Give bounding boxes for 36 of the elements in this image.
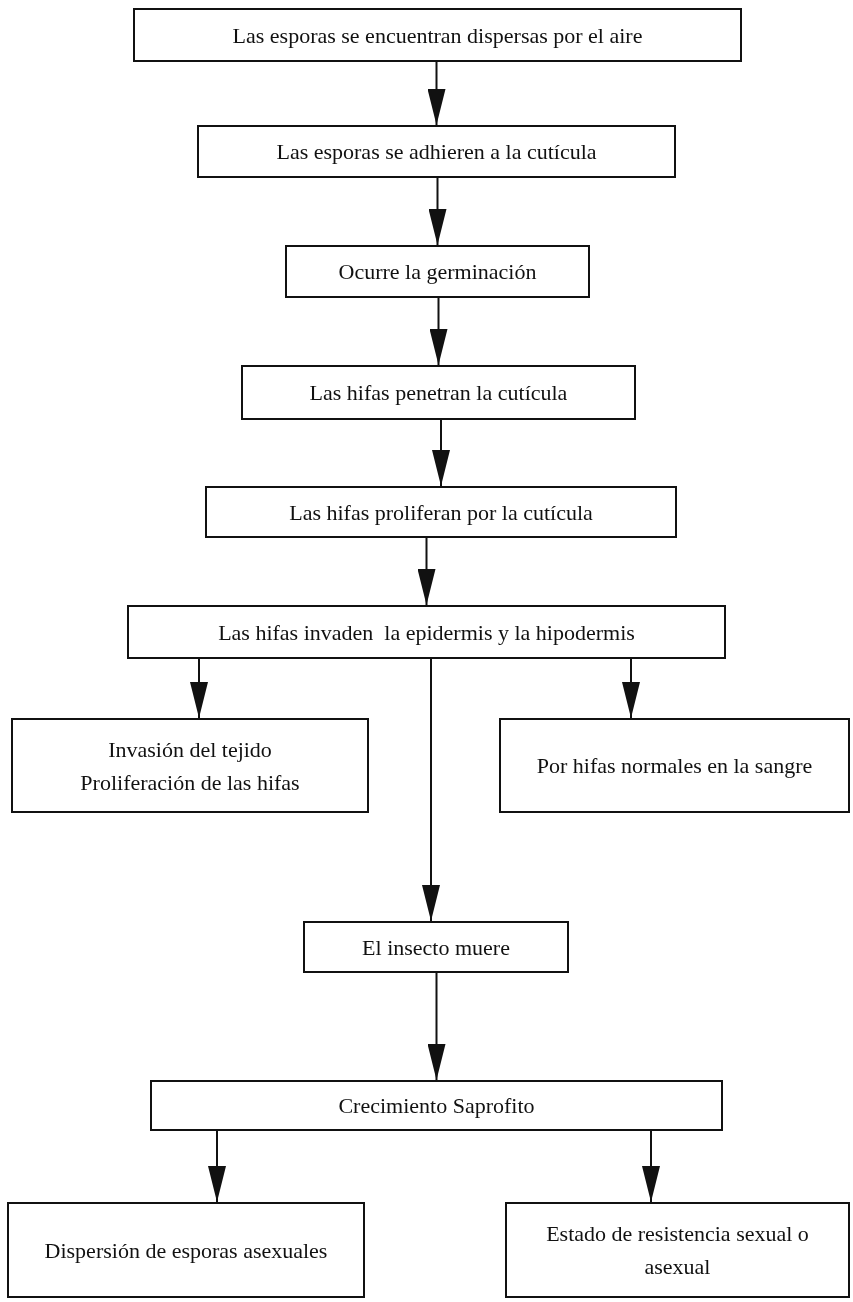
box-text: El insecto muere — [362, 933, 510, 962]
arrow — [422, 658, 440, 922]
box-text: Dispersión de esporas asexuales — [44, 1236, 328, 1265]
process-box — [197, 125, 676, 178]
box-text: Las hifas proliferan por la cutícula — [289, 498, 593, 527]
box-text: Las esporas se adhieren a la cutícula — [276, 138, 597, 166]
arrow — [208, 1130, 226, 1203]
box-text: Ocurre la germinación — [338, 258, 537, 286]
process-box — [7, 1202, 365, 1298]
box-text: Proliferación de las hifas — [80, 768, 300, 797]
process-box — [150, 1080, 723, 1131]
process-box — [133, 8, 742, 62]
arrow — [428, 177, 447, 246]
process-box — [499, 718, 850, 813]
box-text: Invasión del tejido — [108, 735, 272, 764]
arrow — [432, 419, 450, 487]
arrow — [642, 1130, 660, 1203]
process-box — [205, 486, 677, 538]
box-text: Crecimiento Saprofito — [338, 1092, 535, 1120]
box-text: Las hifas invaden la epidermis y la hipodermis — [218, 618, 635, 647]
box-text: Las esporas se encuentran dispersas por el aire — [232, 21, 643, 50]
arrow — [190, 658, 208, 719]
process-box — [127, 605, 726, 659]
box-text: Las hifas penetran la cutícula — [309, 379, 568, 407]
arrow — [427, 61, 446, 126]
process-box — [241, 365, 636, 420]
arrow — [417, 537, 436, 606]
process-box — [285, 245, 590, 298]
box-text: Por hifas normales en la sangre — [536, 752, 813, 780]
process-box — [505, 1202, 850, 1298]
process-box — [11, 718, 369, 813]
process-box — [303, 921, 569, 973]
box-text: Estado de resistencia sexual o asexual — [545, 1220, 810, 1281]
arrow — [427, 972, 446, 1081]
arrow — [622, 658, 640, 719]
arrow — [429, 297, 448, 366]
